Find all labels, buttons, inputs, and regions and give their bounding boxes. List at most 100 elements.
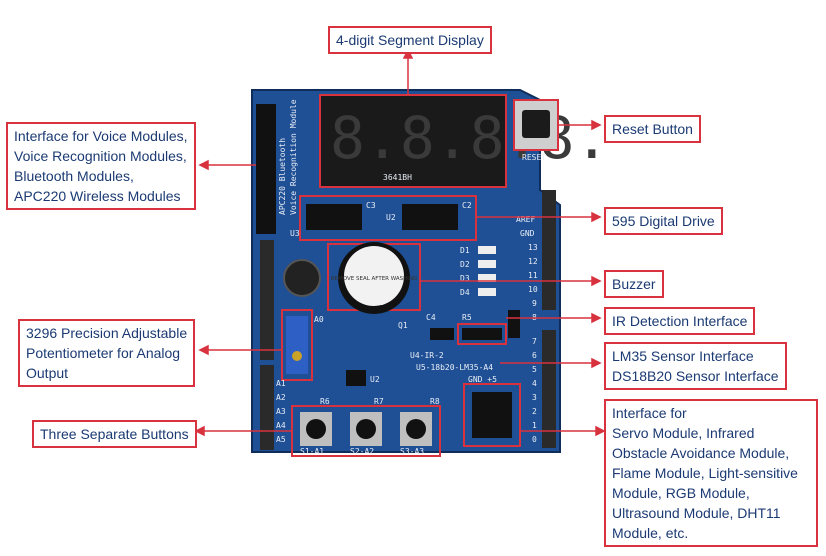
- r5-label: R5: [462, 313, 472, 322]
- servo-interface-box: [463, 383, 521, 447]
- c4-label: C4: [426, 313, 436, 322]
- ir-jumper: [508, 310, 520, 338]
- pin-13: 13: [528, 243, 538, 252]
- segment-digits: 8.8.8.8.: [330, 104, 609, 172]
- pin-11: 11: [528, 271, 538, 280]
- digital-pin-header-lower: [542, 330, 556, 448]
- arrowhead-voice: [198, 159, 209, 171]
- button-s3-cap[interactable]: [406, 419, 426, 439]
- lm35-silk: U5-18b20-LM35-A4: [416, 363, 493, 372]
- label-voice-modules: Interface for Voice Modules, Voice Recog…: [6, 122, 196, 210]
- led-d3: [478, 274, 496, 282]
- analog-pin-header: [260, 365, 274, 450]
- ic-u2-label: U2: [386, 213, 396, 222]
- led-d4: [478, 288, 496, 296]
- pin-0: 0: [532, 435, 537, 444]
- reset-silk: RESET: [522, 153, 546, 162]
- resistor-r8: R8: [430, 397, 440, 406]
- display-part-number: 3641BH: [383, 173, 412, 182]
- pin-5: 5: [532, 365, 537, 374]
- button-s2[interactable]: [350, 412, 382, 446]
- voice-silk: Voice Recognition Module: [289, 99, 298, 215]
- ir-silk: U4-IR-2: [410, 351, 444, 360]
- led-d4-label: D4: [460, 288, 470, 297]
- pin-a1: A1: [276, 379, 286, 388]
- pin-7: 7: [532, 337, 537, 346]
- pin-gnd: GND: [520, 229, 535, 238]
- resistor-r6: R6: [320, 397, 330, 406]
- button-s1[interactable]: [300, 412, 332, 446]
- label-potentiometer: 3296 Precision Adjustable Potentiometer …: [18, 319, 196, 387]
- electrolytic-capacitor: [283, 259, 321, 297]
- label-reset-button: Reset Button: [604, 115, 701, 143]
- arrowhead-buttons: [194, 425, 205, 437]
- buzzer-seal-text: REMOVE SEAL AFTER WASHING: [331, 276, 418, 282]
- ir-detection-box: [457, 323, 507, 345]
- led-d1: [478, 246, 496, 254]
- left-pin-header: [260, 240, 274, 360]
- pin-6: 6: [532, 351, 537, 360]
- potentiometer[interactable]: [286, 316, 308, 374]
- ir-header: [430, 328, 454, 340]
- arrowhead-potentiometer: [198, 344, 209, 356]
- pin-a4: A4: [276, 421, 286, 430]
- label-segment-display: 4-digit Segment Display: [328, 26, 492, 54]
- button-s3[interactable]: [400, 412, 432, 446]
- pin-4: 4: [532, 379, 537, 388]
- voice-module-header: [256, 104, 276, 234]
- arrowhead-segment-display: [402, 48, 414, 59]
- potentiometer-screw[interactable]: [292, 351, 302, 361]
- pin-a5: A5: [276, 435, 286, 444]
- button-s1-cap[interactable]: [306, 419, 326, 439]
- button-s1-label: S1-A1: [300, 447, 324, 456]
- pin-10: 10: [528, 285, 538, 294]
- digital-pin-header-upper: [542, 190, 556, 310]
- pin-a2: A2: [276, 393, 286, 402]
- arrowhead-ir: [591, 312, 602, 324]
- ic-u3-label: U3: [290, 229, 300, 238]
- arrowhead-lm35: [591, 357, 602, 369]
- pin-2: 2: [532, 407, 537, 416]
- reset-button-cap[interactable]: [522, 110, 550, 138]
- a0-label: A0: [314, 315, 324, 324]
- segment-display: [319, 94, 507, 188]
- leader-lines: [194, 48, 606, 437]
- button-s3-label: S3-A3: [400, 447, 424, 456]
- led-d2: [478, 260, 496, 268]
- label-three-buttons: Three Separate Buttons: [32, 420, 197, 448]
- button-s2-cap[interactable]: [356, 419, 376, 439]
- led-d3-label: D3: [460, 274, 470, 283]
- q1-label: Q1: [398, 321, 408, 330]
- pin-a3: A3: [276, 407, 286, 416]
- apc220-silk: APC220 Bluetooth: [278, 138, 287, 215]
- resistor-r7: R7: [374, 397, 384, 406]
- lm35-header: [462, 328, 502, 340]
- led-group: D1 D2 D3 D4: [460, 246, 496, 297]
- label-buzzer: Buzzer: [604, 270, 664, 298]
- pin-aref: AREF: [516, 215, 535, 224]
- pin-1: 1: [532, 421, 537, 430]
- buzzer-seal: [344, 246, 404, 306]
- gnd-plus5-label: GND +5: [468, 375, 497, 384]
- digital-drive-box: [299, 195, 477, 241]
- led-d1-label: D1: [460, 246, 470, 255]
- button-s2-label: S2-A2: [350, 447, 374, 456]
- ic-595-u2: [402, 204, 458, 230]
- pin-3: 3: [532, 393, 537, 402]
- arrowhead-buzzer: [591, 275, 602, 287]
- cap-c2-label: C2: [462, 201, 472, 210]
- label-servo-etc: Interface for Servo Module, Infrared Obs…: [604, 399, 818, 547]
- arrowhead-digital-drive: [591, 211, 602, 223]
- pin-9: 9: [532, 299, 537, 308]
- servo-header: [472, 392, 512, 438]
- arrowhead-servo: [595, 425, 606, 437]
- label-digital-drive: 595 Digital Drive: [604, 207, 723, 235]
- cap-c3-label: C3: [366, 201, 376, 210]
- u2b-label: U2: [370, 375, 380, 384]
- arrowhead-reset: [591, 119, 602, 131]
- led-d2-label: D2: [460, 260, 470, 269]
- jumper-u2: [346, 370, 366, 386]
- label-lm35-ds18b20: LM35 Sensor Interface DS18B20 Sensor Int…: [604, 342, 787, 390]
- label-ir-detection: IR Detection Interface: [604, 307, 756, 335]
